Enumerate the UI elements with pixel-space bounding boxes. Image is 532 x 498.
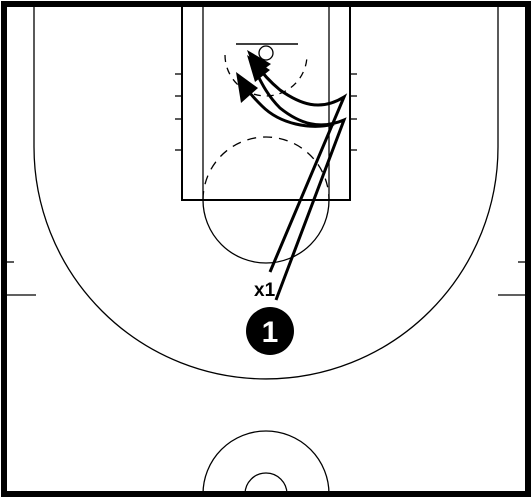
defender-cut-path (254, 63, 348, 273)
three-point-line (33, 4, 499, 380)
rim (258, 45, 274, 61)
defender-cut-arrowhead (247, 50, 271, 75)
center-inner-circle (244, 472, 288, 495)
player-one-number: 1 (262, 316, 279, 349)
player-one-marker (246, 307, 294, 355)
center-circle (202, 430, 330, 495)
lower-curl-path (246, 89, 335, 128)
lane-marks-left (175, 73, 182, 151)
free-throw-circle-dashed (202, 136, 330, 201)
player-cut-path (254, 71, 347, 301)
lower-curl-arrowhead (236, 72, 258, 103)
free-throw-circle-solid (202, 199, 330, 264)
inner-lane (202, 3, 330, 201)
defender-label: x1 (254, 280, 276, 301)
restricted-area-arc (224, 54, 308, 97)
lane-marks-right (350, 73, 357, 151)
